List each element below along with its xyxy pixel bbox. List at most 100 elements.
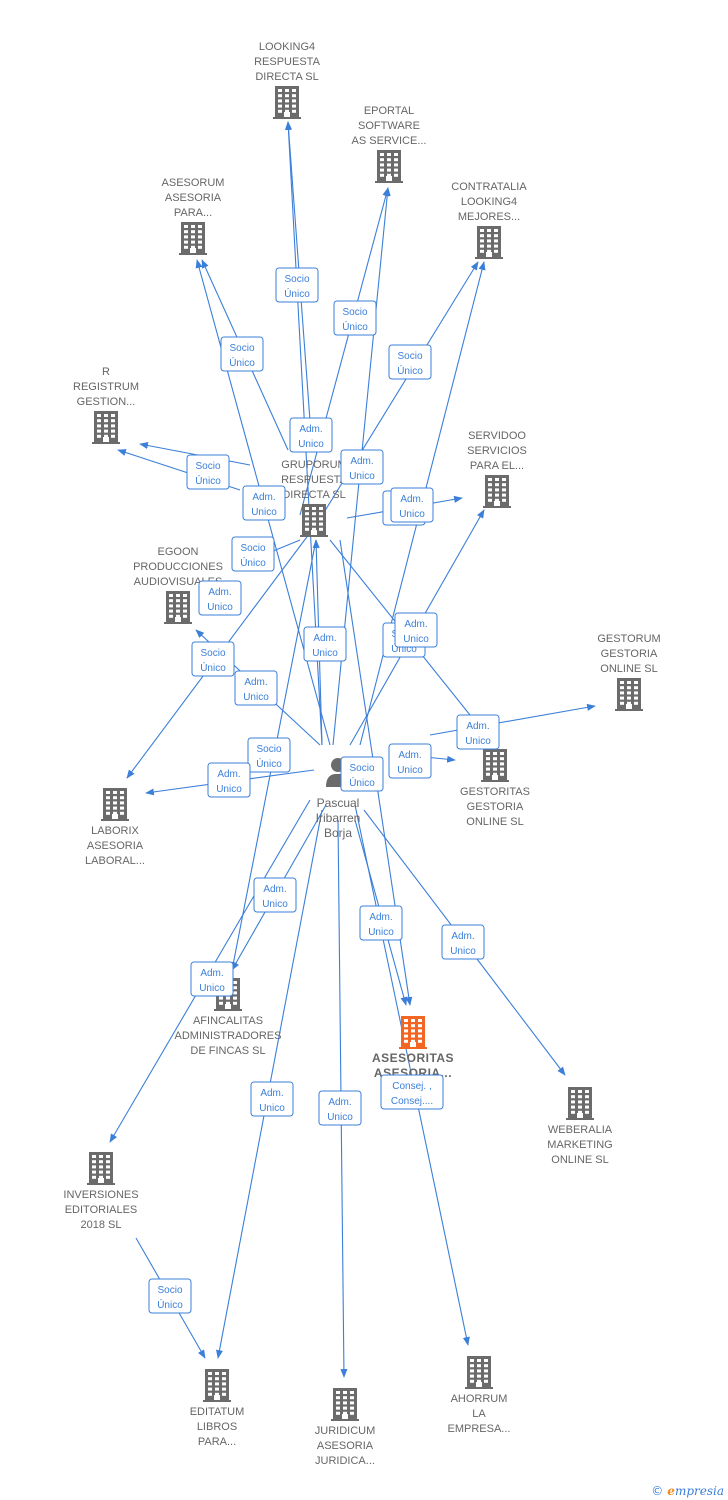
building-icon[interactable] — [203, 1369, 231, 1402]
building-icon[interactable] — [481, 749, 509, 782]
edge-label-text: Único — [157, 1298, 183, 1311]
edge-label-gestoritas-adm-b[interactable]: Adm.Unico — [388, 743, 432, 779]
building-icon[interactable] — [101, 788, 129, 821]
edge-label-box — [247, 737, 291, 773]
company-node-juridicum[interactable]: JURIDICUMASESORIAJURIDICA... — [315, 1388, 376, 1467]
edge-label-egoon-adm[interactable]: Adm.Unico — [198, 580, 242, 616]
building-icon[interactable] — [399, 1016, 427, 1049]
building-icon[interactable] — [87, 1152, 115, 1185]
edge-label-weberalia-adm[interactable]: Adm.Unico — [441, 924, 485, 960]
company-name-line: MEJORES... — [458, 211, 520, 223]
company-name-line: LABORAL... — [85, 855, 145, 867]
edge-label-text: Único — [229, 356, 255, 369]
company-name-line: EPORTAL — [364, 105, 414, 117]
company-name-line: LA — [472, 1408, 486, 1420]
building-icon[interactable] — [465, 1356, 493, 1389]
edge-label-text: Socio — [200, 648, 225, 659]
edge-label-servidoo-adm[interactable]: Adm.Unico — [390, 487, 434, 523]
company-name-line: ONLINE SL — [551, 1154, 608, 1166]
edge-label-text: Adm. — [404, 619, 427, 630]
person-name-line: Borja — [324, 826, 352, 840]
company-node-ahorrum[interactable]: AHORRUMLAEMPRESA... — [448, 1356, 511, 1435]
company-name-line: PARA... — [174, 207, 212, 219]
edge-label-laborix-adm-b[interactable]: Adm.Unico — [207, 762, 251, 798]
edge-label-text: Adm. — [313, 633, 336, 644]
footer-brand[interactable]: ©empresia — [651, 1484, 724, 1498]
company-name-line: REGISTRUM — [73, 381, 139, 393]
edge-label-asesoritas-consej[interactable]: Consej. ,Consej.... — [380, 1074, 444, 1110]
edge-label-asesoritas-adm[interactable]: Adm.Unico — [359, 905, 403, 941]
building-icon[interactable] — [92, 411, 120, 444]
edge-label-looking4-adm[interactable]: Adm.Unico — [289, 417, 333, 453]
company-name-line: CONTRATALIA — [451, 181, 527, 193]
edge-label-grupo-adm[interactable]: Adm.Unico — [303, 626, 347, 662]
company-node-registrum[interactable]: RREGISTRUMGESTION... — [73, 366, 139, 444]
edge-label-box — [318, 1090, 362, 1126]
edge-label-editatum-adm[interactable]: Adm.Unico — [250, 1081, 294, 1117]
company-name-line: GESTORIA — [467, 801, 524, 813]
edge-label-gestoritas-adm[interactable]: Adm.Unico — [394, 612, 438, 648]
building-icon[interactable] — [615, 678, 643, 711]
edge-label-text: Unico — [262, 899, 288, 910]
building-icon[interactable] — [300, 504, 328, 537]
company-node-asesoritas[interactable]: ASESORITASASESORIA... — [372, 1016, 454, 1080]
edge-label-juridicum-adm[interactable]: Adm.Unico — [318, 1090, 362, 1126]
building-icon[interactable] — [475, 226, 503, 259]
copyright-icon: © — [651, 1484, 664, 1498]
company-name-line: GESTORITAS — [460, 786, 530, 798]
relation-edge — [299, 187, 390, 516]
edge-label-box — [220, 336, 264, 372]
building-icon[interactable] — [164, 591, 192, 624]
edge-label-gestorum-adm[interactable]: Adm.Unico — [456, 714, 500, 750]
building-icon[interactable] — [331, 1388, 359, 1421]
company-node-asesorum[interactable]: ASESORUMASESORIAPARA... — [162, 177, 225, 255]
building-icon[interactable] — [179, 222, 207, 255]
brand-name: mpresia — [674, 1484, 724, 1498]
edge-label-asesorum-adm[interactable]: Adm.Unico — [242, 485, 286, 521]
company-name-line: DIRECTA SL — [282, 489, 345, 501]
edge-label-laborix-adm-a[interactable]: Adm.Unico — [234, 670, 278, 706]
edge-label-afincalitas-adm-b[interactable]: Adm.Unico — [190, 961, 234, 997]
edge-label-text: Socio — [195, 461, 220, 472]
company-node-contratalia[interactable]: CONTRATALIALOOKING4MEJORES... — [451, 181, 527, 259]
edge-label-text: Unico — [397, 765, 423, 776]
building-icon[interactable] — [273, 86, 301, 119]
edge-label-box — [456, 714, 500, 750]
person-name-line: Pascual — [317, 796, 360, 810]
edge-label-box — [390, 487, 434, 523]
building-icon[interactable] — [375, 150, 403, 183]
company-name-line: EGOON — [158, 546, 199, 558]
edge-label-text: Unico — [216, 784, 242, 795]
edge-label-box — [289, 417, 333, 453]
edge-label-eportal-adm[interactable]: Adm.Unico — [340, 449, 384, 485]
edge-label-afincalitas-adm-a[interactable]: Adm.Unico — [253, 877, 297, 913]
company-node-editatum[interactable]: EDITATUMLIBROSPARA... — [190, 1369, 245, 1448]
building-icon[interactable] — [566, 1087, 594, 1120]
edge-label-text: Único — [240, 556, 266, 569]
edge-label-box — [186, 454, 230, 490]
company-node-laborix[interactable]: LABORIXASESORIALABORAL... — [85, 788, 145, 867]
edge-label-text: Adm. — [400, 494, 423, 505]
building-icon[interactable] — [483, 475, 511, 508]
edge-label-box — [198, 580, 242, 616]
edge-label-box — [380, 1074, 444, 1110]
company-name-line: ADMINISTRADORES — [175, 1030, 282, 1042]
